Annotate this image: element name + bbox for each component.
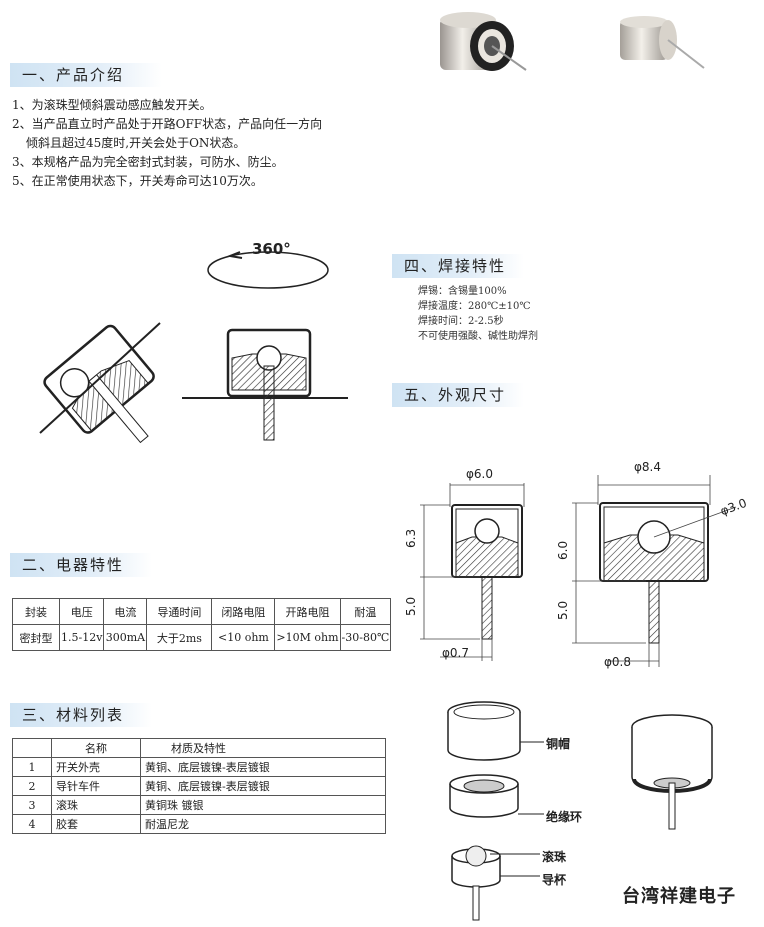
exploded-view-diagram (447, 701, 544, 921)
tilted-switch-diagram (39, 322, 161, 444)
table-header-cell: 耐温 (339, 598, 392, 625)
table-cell: -30-80℃ (339, 624, 392, 651)
dim-left-pin-dia: φ0.7 (442, 646, 469, 660)
table-row: 1 开关外壳 黄铜、底层镀镍-表层镀银 (12, 757, 386, 777)
electrical-spec-table: 封装 电压 电流 导通时间 闭路电阻 开路电阻 耐温 密封型 1.5-12v 3… (12, 598, 392, 651)
table-header-cell: 闭路电阻 (211, 598, 276, 625)
section-welding-title: 四、焊接特性 (392, 254, 524, 278)
welding-item: 焊接温度：280℃±10℃ (418, 301, 531, 312)
table-row: 3 滚珠 黄铜珠 镀银 (12, 795, 386, 815)
dim-right-pin-length: 5.0 (556, 600, 570, 620)
section-electrical-title: 二、电器特性 (10, 553, 152, 577)
table-header-cell: 封装 (12, 598, 60, 625)
dim-left-height: 6.3 (404, 528, 418, 548)
label-copper-cap: 铜帽 (546, 737, 571, 751)
table-row: 2 导针车件 黄铜、底层镀镍-表层镀银 (12, 776, 386, 796)
rotation-ellipse-diagram (207, 251, 329, 289)
table-cell: 1 (12, 757, 52, 777)
table-cell: 密封型 (12, 624, 60, 651)
materials-table: 名称 材质及特性 1 开关外壳 黄铜、底层镀镍-表层镀银 2 导针车件 黄铜、底… (12, 738, 386, 834)
table-cell: 开关外壳 (51, 757, 141, 777)
table-cell: 300mA (103, 624, 148, 651)
intro-item: 2、当产品直立时产品处于开路OFF状态，产品向任一方向 (12, 117, 323, 131)
table-cell: 黄铜、底层镀镍-表层镀银 (140, 776, 386, 796)
dim-left-pin-length: 5.0 (404, 596, 418, 616)
welding-item: 焊接时间：2-2.5秒 (418, 316, 504, 327)
table-header-row: 封装 电压 电流 导通时间 闭路电阻 开路电阻 耐温 (12, 598, 392, 625)
section-dimensions-title: 五、外观尺寸 (392, 383, 524, 407)
product-photo-small (620, 16, 705, 69)
table-cell: >10M ohm (274, 624, 341, 651)
table-cell: 4 (12, 814, 52, 834)
table-header-cell: 材质及特性 (140, 738, 386, 758)
table-cell: 导针车件 (51, 776, 141, 796)
table-cell: 2 (12, 776, 52, 796)
rotation-label: 360° (252, 240, 291, 258)
intro-list: 1、为滚珠型倾斜震动感应触发开关。 2、当产品直立时产品处于开路OFF状态，产品… (12, 96, 412, 191)
section-intro-title: 一、产品介绍 (10, 63, 162, 87)
table-row: 密封型 1.5-12v 300mA 大于2ms <10 ohm >10M ohm… (12, 624, 392, 651)
table-cell: <10 ohm (211, 624, 276, 651)
dim-right-pin-dia: φ0.8 (604, 655, 631, 669)
table-cell: 胶套 (51, 814, 141, 834)
company-name: 台湾祥建电子 (622, 886, 736, 907)
dim-left-width: φ6.0 (466, 467, 493, 481)
dimension-drawing-left (420, 483, 525, 661)
dim-right-width: φ8.4 (634, 460, 661, 474)
table-header-row: 名称 材质及特性 (12, 738, 386, 758)
table-cell: 3 (12, 795, 52, 815)
product-photo-large (440, 12, 527, 71)
table-cell: 黄铜、底层镀镍-表层镀银 (140, 757, 386, 777)
intro-item: 3、本规格产品为完全密封式封装，可防水、防尘。 (12, 155, 284, 169)
table-cell: 黄铜珠 镀银 (140, 795, 386, 815)
section-materials-title: 三、材料列表 (10, 703, 152, 727)
assembled-switch-diagram (631, 714, 713, 830)
upright-switch-diagram (182, 328, 348, 441)
label-guide-cup: 导杯 (542, 873, 567, 887)
table-header-cell: 电流 (103, 598, 148, 625)
table-header-cell (12, 738, 52, 758)
intro-item: 1、为滚珠型倾斜震动感应触发开关。 (12, 98, 212, 112)
table-cell: 耐温尼龙 (140, 814, 386, 834)
welding-item: 不可使用强酸、碱性助焊剂 (418, 331, 538, 342)
dimension-drawing-right (572, 475, 737, 667)
intro-item: 倾斜且超过45度时,开关会处于ON状态。 (26, 136, 246, 150)
welding-list: 焊锡：含锡量100% 焊接温度：280℃±10℃ 焊接时间：2-2.5秒 不可使… (418, 284, 618, 344)
table-cell: 大于2ms (146, 624, 213, 651)
intro-item: 5、在正常使用状态下，开关寿命可达10万次。 (12, 174, 263, 188)
table-header-cell: 名称 (51, 738, 141, 758)
welding-item: 焊锡：含锡量100% (418, 286, 507, 297)
table-cell: 滚珠 (51, 795, 141, 815)
label-insulation-ring: 绝缘环 (546, 810, 583, 824)
table-header-cell: 电压 (58, 598, 105, 625)
table-header-cell: 开路电阻 (274, 598, 341, 625)
label-ball: 滚珠 (542, 850, 567, 864)
table-header-cell: 导通时间 (146, 598, 213, 625)
table-row: 4 胶套 耐温尼龙 (12, 814, 386, 834)
table-cell: 1.5-12v (58, 624, 105, 651)
dim-right-height: 6.0 (556, 540, 570, 560)
